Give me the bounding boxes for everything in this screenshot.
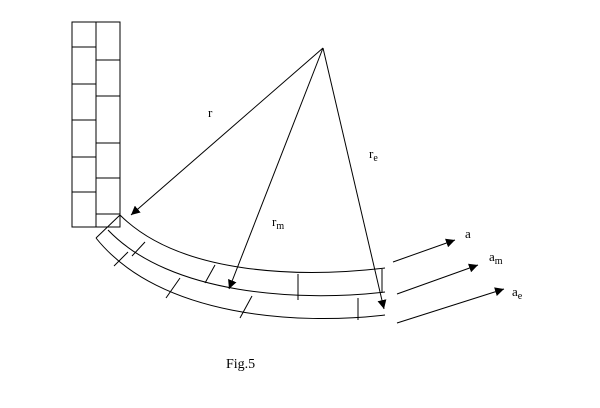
radius-re-arrow bbox=[322, 47, 387, 310]
radius-lines bbox=[130, 47, 387, 310]
acceleration-arrows bbox=[392, 238, 505, 324]
label-re: re bbox=[369, 146, 378, 164]
label-am: am bbox=[489, 249, 503, 267]
figure-caption: Fig.5 bbox=[226, 357, 255, 372]
label-ae: ae bbox=[512, 284, 523, 302]
label-a: a bbox=[465, 226, 471, 241]
arrow-ae bbox=[396, 287, 505, 324]
inner-arc bbox=[119, 214, 386, 273]
arrow-am bbox=[396, 263, 479, 295]
radius-r-arrow bbox=[130, 47, 324, 216]
vertical-wall bbox=[71, 21, 121, 228]
label-rm: rm bbox=[272, 214, 284, 232]
middle-arc bbox=[107, 229, 386, 297]
outer-arc bbox=[95, 237, 386, 320]
label-r: r bbox=[208, 105, 213, 120]
curved-layers bbox=[95, 214, 386, 320]
arrow-a bbox=[392, 238, 456, 263]
radius-rm-arrow bbox=[228, 47, 324, 290]
